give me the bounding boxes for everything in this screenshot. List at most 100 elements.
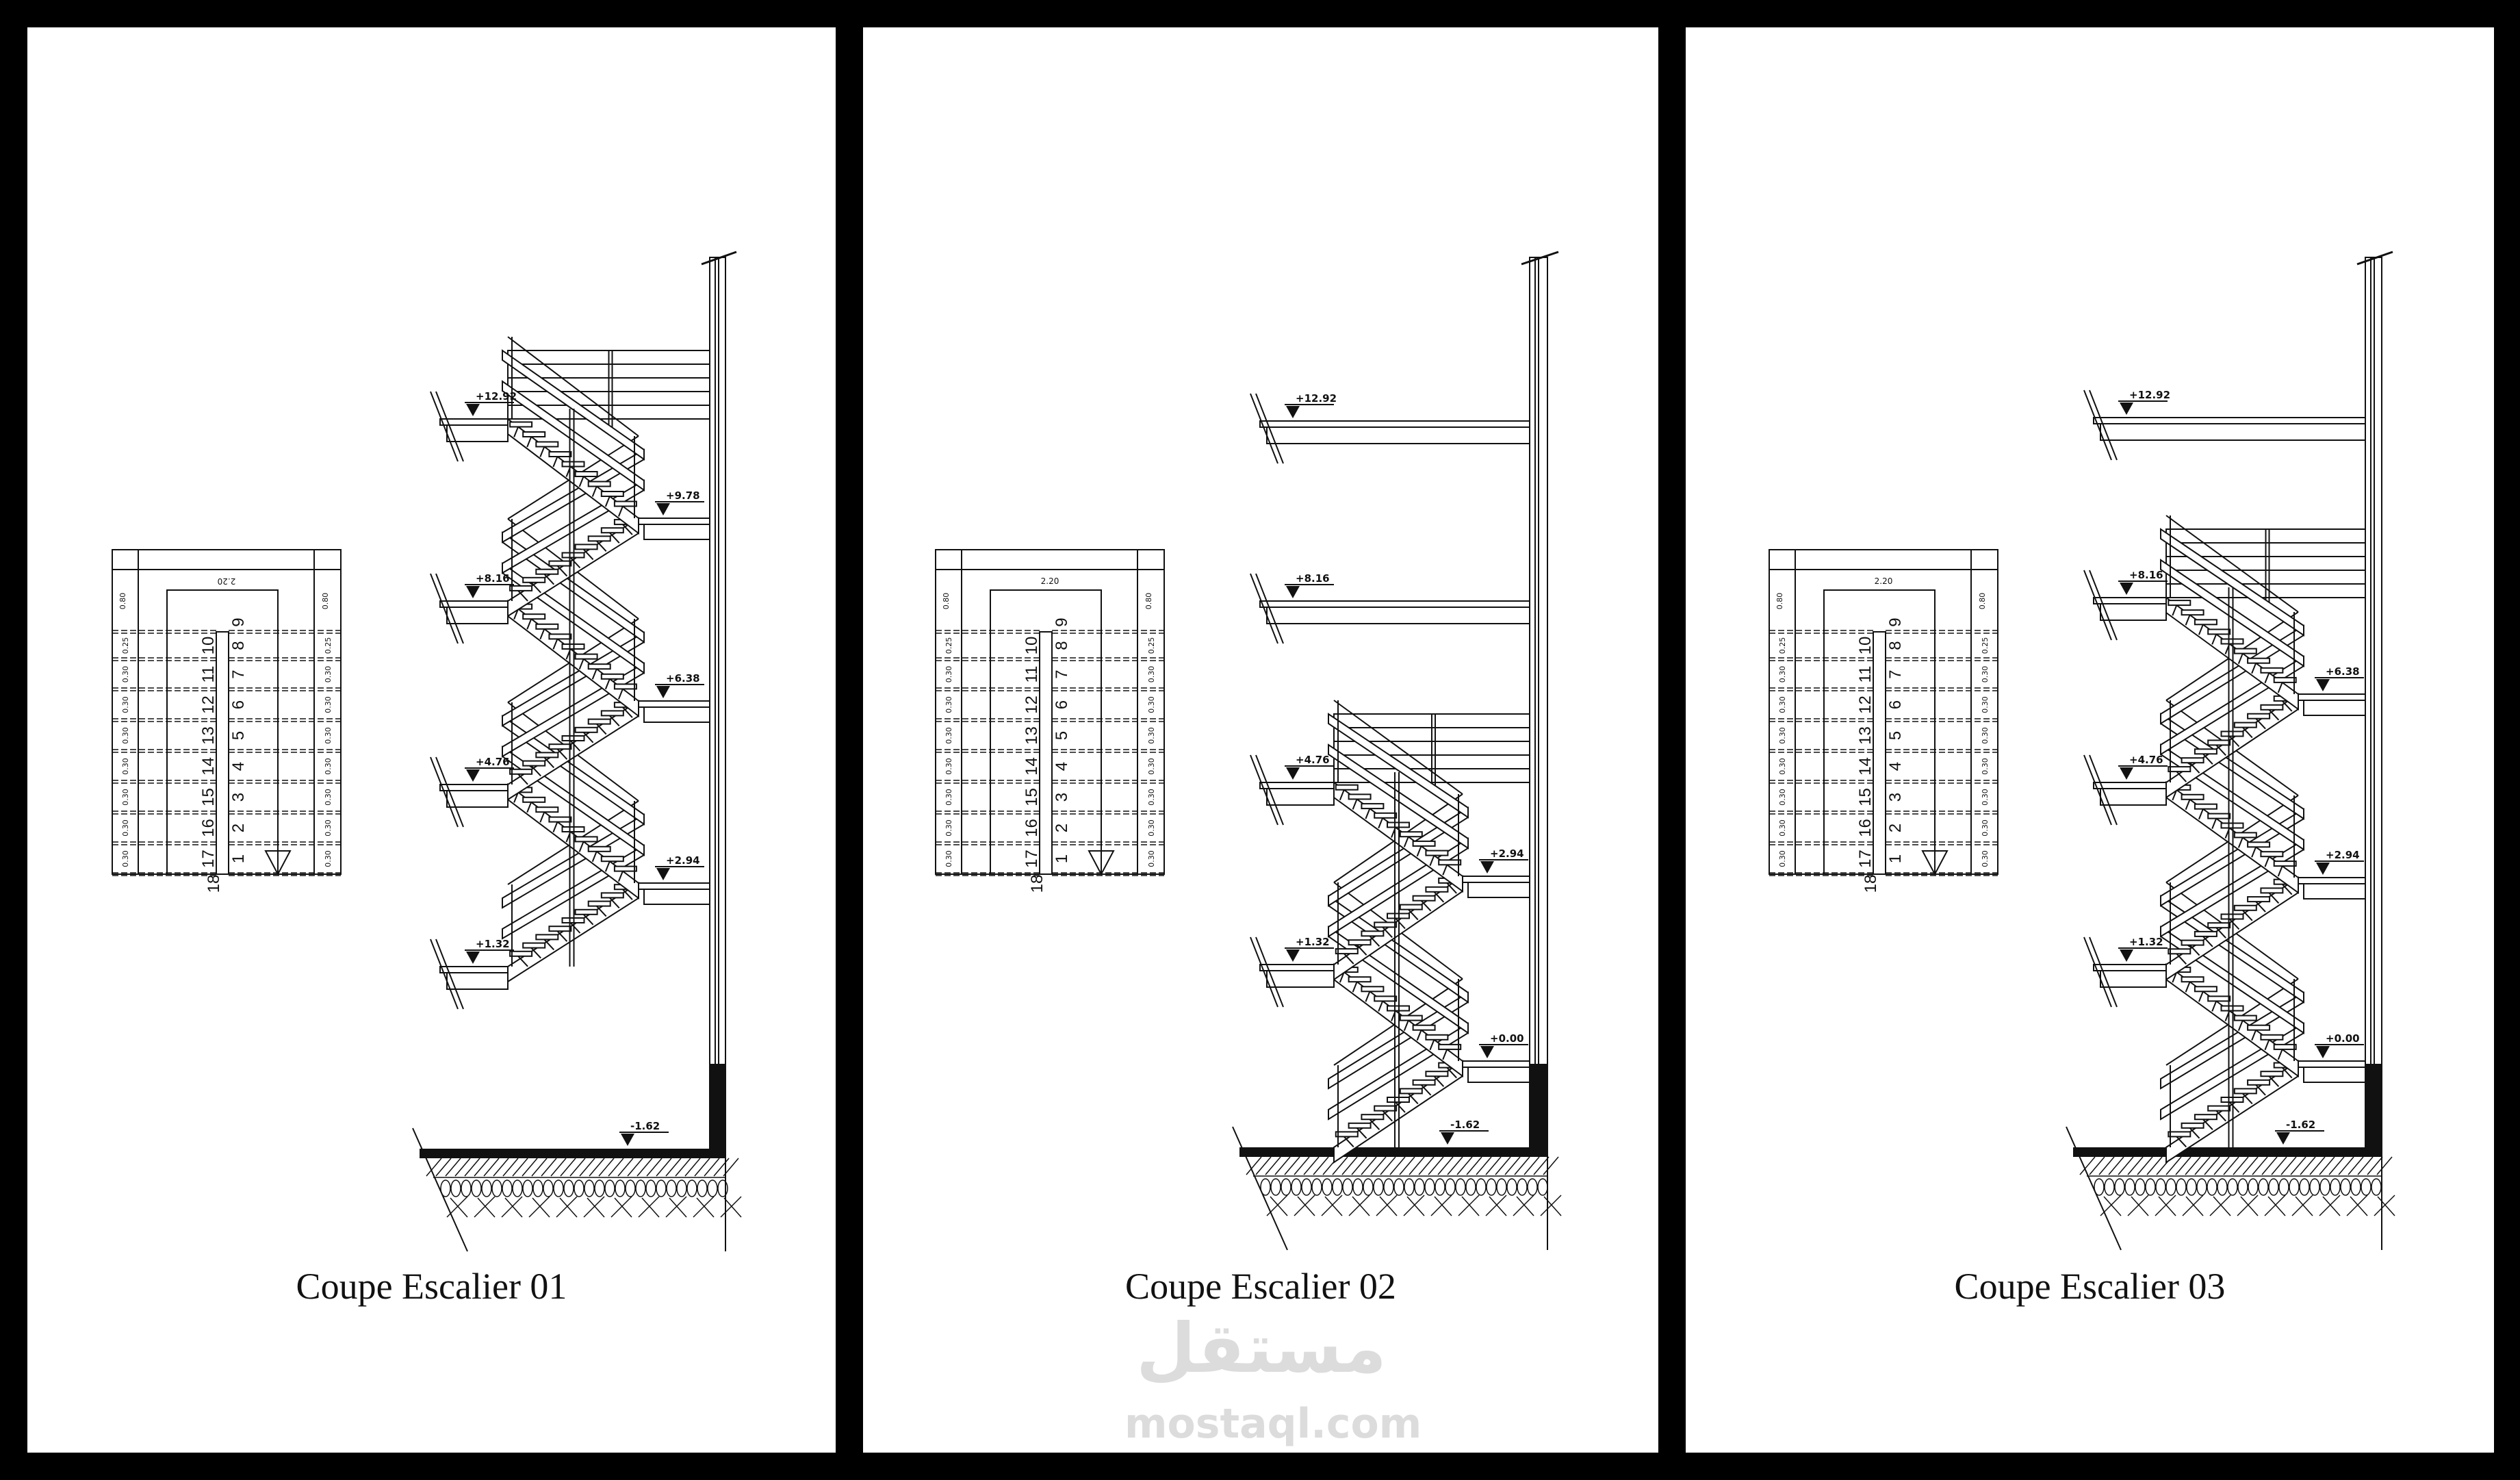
- wall-cap: [2356, 251, 2393, 266]
- step-number: 2: [1886, 824, 1905, 832]
- tread: [1335, 784, 1359, 791]
- gravel-mark: [1291, 1178, 1302, 1196]
- hatch-line: [608, 1158, 624, 1177]
- gravel-mark: [1352, 1178, 1363, 1196]
- hatch-line: [1533, 1156, 1550, 1175]
- break-line: [435, 573, 464, 644]
- tread-support: [2198, 991, 2204, 1002]
- tread: [509, 421, 533, 428]
- hatch-line: [1341, 1156, 1358, 1175]
- tread-support: [1365, 808, 1371, 819]
- hatch-line: [2367, 1156, 2383, 1175]
- plan-landing-label: 0.80: [1144, 593, 1153, 610]
- step-number: 16: [1856, 819, 1875, 837]
- tread-dimension-label: 0.30: [1981, 666, 1990, 683]
- hatch-line: [2300, 1156, 2316, 1175]
- hatch-line: [1543, 1156, 1559, 1175]
- hatch-line: [493, 1158, 509, 1177]
- hatch-line: [483, 1158, 500, 1177]
- tread-support: [2176, 771, 2187, 782]
- level-label: +1.32: [1296, 936, 1330, 948]
- tread: [600, 710, 624, 717]
- hatch-line: [1523, 1156, 1540, 1175]
- gravel-mark: [1465, 1178, 1476, 1196]
- hatch-line: [1543, 1196, 1562, 1216]
- level-marker-icon: [2276, 1132, 2290, 1145]
- hatch-line: [2295, 1196, 2313, 1216]
- break-line: [1255, 936, 1284, 1008]
- hatch-line: [474, 1196, 496, 1218]
- level-marker-icon: [1286, 949, 1300, 962]
- tread-support: [2255, 901, 2266, 913]
- tread-support: [2228, 1101, 2240, 1113]
- panel-3: +12.92+8.16+6.38+4.76+2.94+1.32+0.00-1.6…: [1686, 27, 2494, 1453]
- tread-support: [543, 756, 555, 769]
- tread: [574, 726, 598, 733]
- tread-support: [609, 715, 620, 727]
- level-label: +8.16: [1296, 572, 1330, 585]
- tread-support: [2172, 604, 2178, 616]
- gravel-mark: [2278, 1178, 2289, 1196]
- tread-support: [595, 723, 607, 735]
- floor-slab: [1266, 607, 1530, 624]
- hatch-line: [694, 1158, 710, 1177]
- gravel-mark: [2114, 1178, 2125, 1196]
- tread: [1425, 1034, 1449, 1041]
- hatch-line: [1406, 1196, 1425, 1216]
- tread: [2273, 860, 2297, 867]
- gravel-mark: [1506, 1178, 1517, 1196]
- floor-slab: [1266, 970, 1335, 988]
- tread-support: [2185, 614, 2191, 626]
- tread-support: [1420, 900, 1432, 912]
- tread: [1425, 1071, 1449, 1077]
- hatch-line: [2118, 1156, 2134, 1175]
- hatch-line: [477, 1197, 496, 1218]
- gravel-mark: [1517, 1178, 1528, 1196]
- step-number: 11: [199, 666, 218, 683]
- step-number: 10: [1023, 637, 1041, 655]
- step-number: 8: [1053, 641, 1071, 650]
- tread: [1348, 976, 1372, 983]
- hatch-line: [528, 1196, 550, 1218]
- tread-dimension-label: 0.30: [1147, 819, 1156, 837]
- level-label: +8.16: [476, 572, 510, 585]
- tread-support: [543, 574, 555, 585]
- hatch-line: [1516, 1196, 1534, 1216]
- plan-width-label: 2.20: [218, 576, 236, 586]
- tread-dimension-label: 0.30: [1981, 727, 1990, 744]
- break-line: [435, 756, 464, 828]
- tread-support: [569, 557, 581, 569]
- tread-support: [591, 851, 597, 863]
- wall-cap: [1521, 251, 1559, 266]
- tread-dimension-label: 0.30: [1981, 758, 1990, 775]
- gravel-mark: [2371, 1178, 2382, 1196]
- tread-support: [2228, 918, 2240, 930]
- tread: [2247, 896, 2271, 903]
- tread: [2207, 995, 2231, 1002]
- tread-support: [2264, 856, 2270, 867]
- tread: [535, 806, 559, 813]
- tread-support: [530, 947, 541, 959]
- tread-support: [1369, 935, 1380, 947]
- tread-support: [517, 956, 528, 967]
- tread-support: [1433, 1075, 1445, 1087]
- tread-support: [1429, 855, 1435, 866]
- step-number: 5: [229, 731, 248, 740]
- step-number: 18: [1028, 875, 1046, 893]
- break-line: [2089, 390, 2118, 461]
- hatch-line: [2185, 1156, 2201, 1175]
- tread: [1399, 831, 1423, 838]
- gravel-mark: [543, 1179, 554, 1197]
- step-number: 15: [199, 788, 218, 806]
- hatch-line: [2146, 1156, 2163, 1175]
- hatch-line: [1270, 1196, 1288, 1216]
- level-marker-icon: [2316, 679, 2330, 691]
- level-label: +6.38: [666, 672, 700, 685]
- break-line: [435, 939, 464, 1010]
- tread-dimension-label: 0.30: [944, 696, 953, 713]
- level-label: +1.32: [476, 938, 510, 950]
- hatch-line: [2131, 1196, 2149, 1216]
- foundation-wall: [1530, 1064, 1547, 1147]
- tread: [574, 836, 598, 843]
